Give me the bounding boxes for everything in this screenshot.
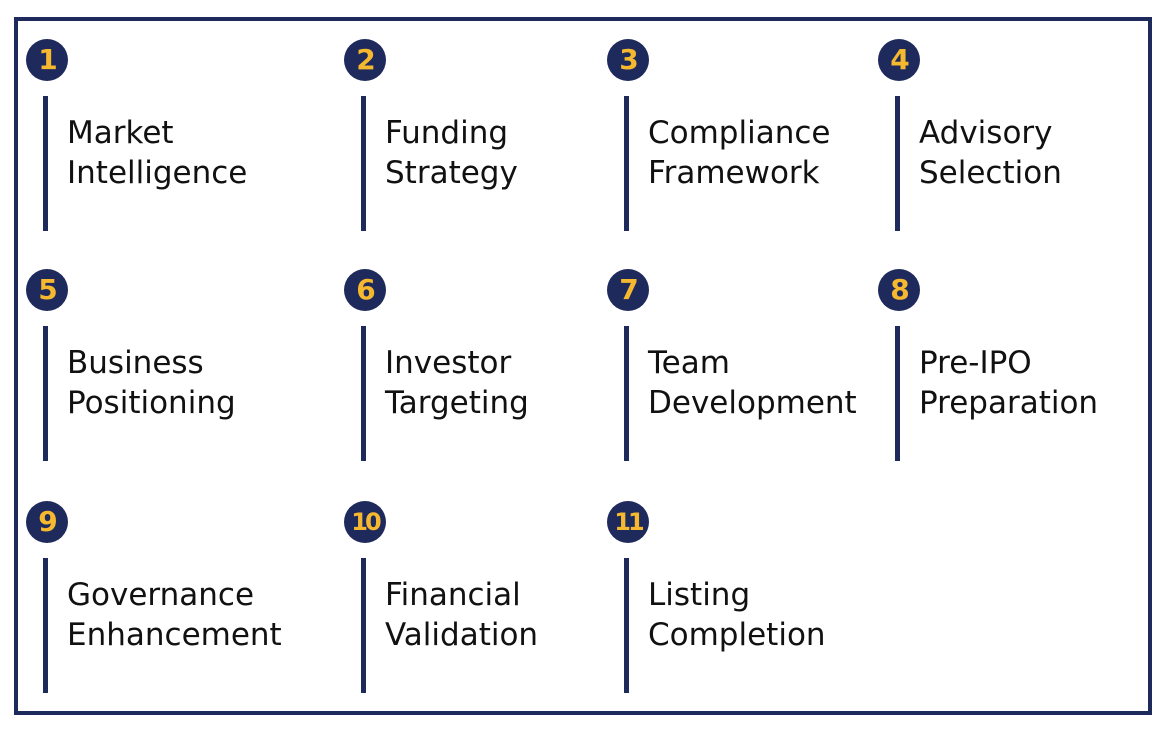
steps-frame: [14, 17, 1152, 715]
step-divider: [895, 96, 900, 231]
step-label-line2: Completion: [648, 617, 826, 653]
step-5: 5 Business Positioning: [26, 269, 286, 469]
step-divider: [361, 96, 366, 231]
step-divider: [361, 326, 366, 461]
step-number-badge: 5: [26, 269, 68, 311]
step-label: Team Development: [648, 343, 888, 423]
step-label-line1: Funding: [385, 115, 509, 151]
step-label: Advisory Selection: [919, 113, 1159, 193]
step-11: 11 Listing Completion: [607, 501, 867, 701]
step-label-line2: Targeting: [385, 385, 529, 421]
step-number-badge: 7: [607, 269, 649, 311]
step-number-badge: 3: [607, 39, 649, 81]
step-divider: [895, 326, 900, 461]
step-7: 7 Team Development: [607, 269, 867, 469]
step-label: Compliance Framework: [648, 113, 888, 193]
step-label-line1: Investor: [385, 345, 512, 381]
step-label-line2: Validation: [385, 617, 539, 653]
step-divider: [361, 558, 366, 693]
step-label: Governance Enhancement: [67, 575, 307, 655]
step-label-line1: Team: [648, 345, 730, 381]
step-label: Investor Targeting: [385, 343, 625, 423]
step-label-line1: Market: [67, 115, 174, 151]
step-divider: [43, 96, 48, 231]
step-6: 6 Investor Targeting: [344, 269, 604, 469]
step-label: Funding Strategy: [385, 113, 625, 193]
step-number-badge: 11: [607, 501, 649, 543]
step-label-line1: Listing: [648, 577, 751, 613]
step-divider: [43, 326, 48, 461]
step-label: Pre-IPO Preparation: [919, 343, 1159, 423]
step-divider: [624, 558, 629, 693]
step-number-badge: 4: [878, 39, 920, 81]
step-2: 2 Funding Strategy: [344, 39, 604, 239]
step-label-line2: Positioning: [67, 385, 236, 421]
step-label-line2: Selection: [919, 155, 1062, 191]
step-10: 10 Financial Validation: [344, 501, 604, 701]
step-label-line1: Governance: [67, 577, 255, 613]
step-label: Business Positioning: [67, 343, 307, 423]
step-number-badge: 8: [878, 269, 920, 311]
step-number-badge: 10: [344, 501, 386, 543]
step-label: Financial Validation: [385, 575, 625, 655]
step-label-line1: Compliance: [648, 115, 831, 151]
step-number-badge: 9: [26, 501, 68, 543]
step-1: 1 Market Intelligence: [26, 39, 286, 239]
step-label-line1: Financial: [385, 577, 521, 613]
step-3: 3 Compliance Framework: [607, 39, 867, 239]
step-number-badge: 6: [344, 269, 386, 311]
step-label-line1: Advisory: [919, 115, 1053, 151]
step-number-badge: 1: [26, 39, 68, 81]
step-divider: [624, 326, 629, 461]
step-label: Listing Completion: [648, 575, 888, 655]
step-label-line2: Development: [648, 385, 857, 421]
step-label-line2: Enhancement: [67, 617, 282, 653]
step-divider: [43, 558, 48, 693]
step-label-line2: Strategy: [385, 155, 518, 191]
step-label-line1: Business: [67, 345, 204, 381]
step-8: 8 Pre-IPO Preparation: [878, 269, 1138, 469]
step-label-line1: Pre-IPO: [919, 345, 1032, 381]
step-4: 4 Advisory Selection: [878, 39, 1138, 239]
step-number-badge: 2: [344, 39, 386, 81]
step-label-line2: Framework: [648, 155, 820, 191]
step-label: Market Intelligence: [67, 113, 307, 193]
step-9: 9 Governance Enhancement: [26, 501, 286, 701]
step-label-line2: Preparation: [919, 385, 1099, 421]
step-label-line2: Intelligence: [67, 155, 248, 191]
step-divider: [624, 96, 629, 231]
